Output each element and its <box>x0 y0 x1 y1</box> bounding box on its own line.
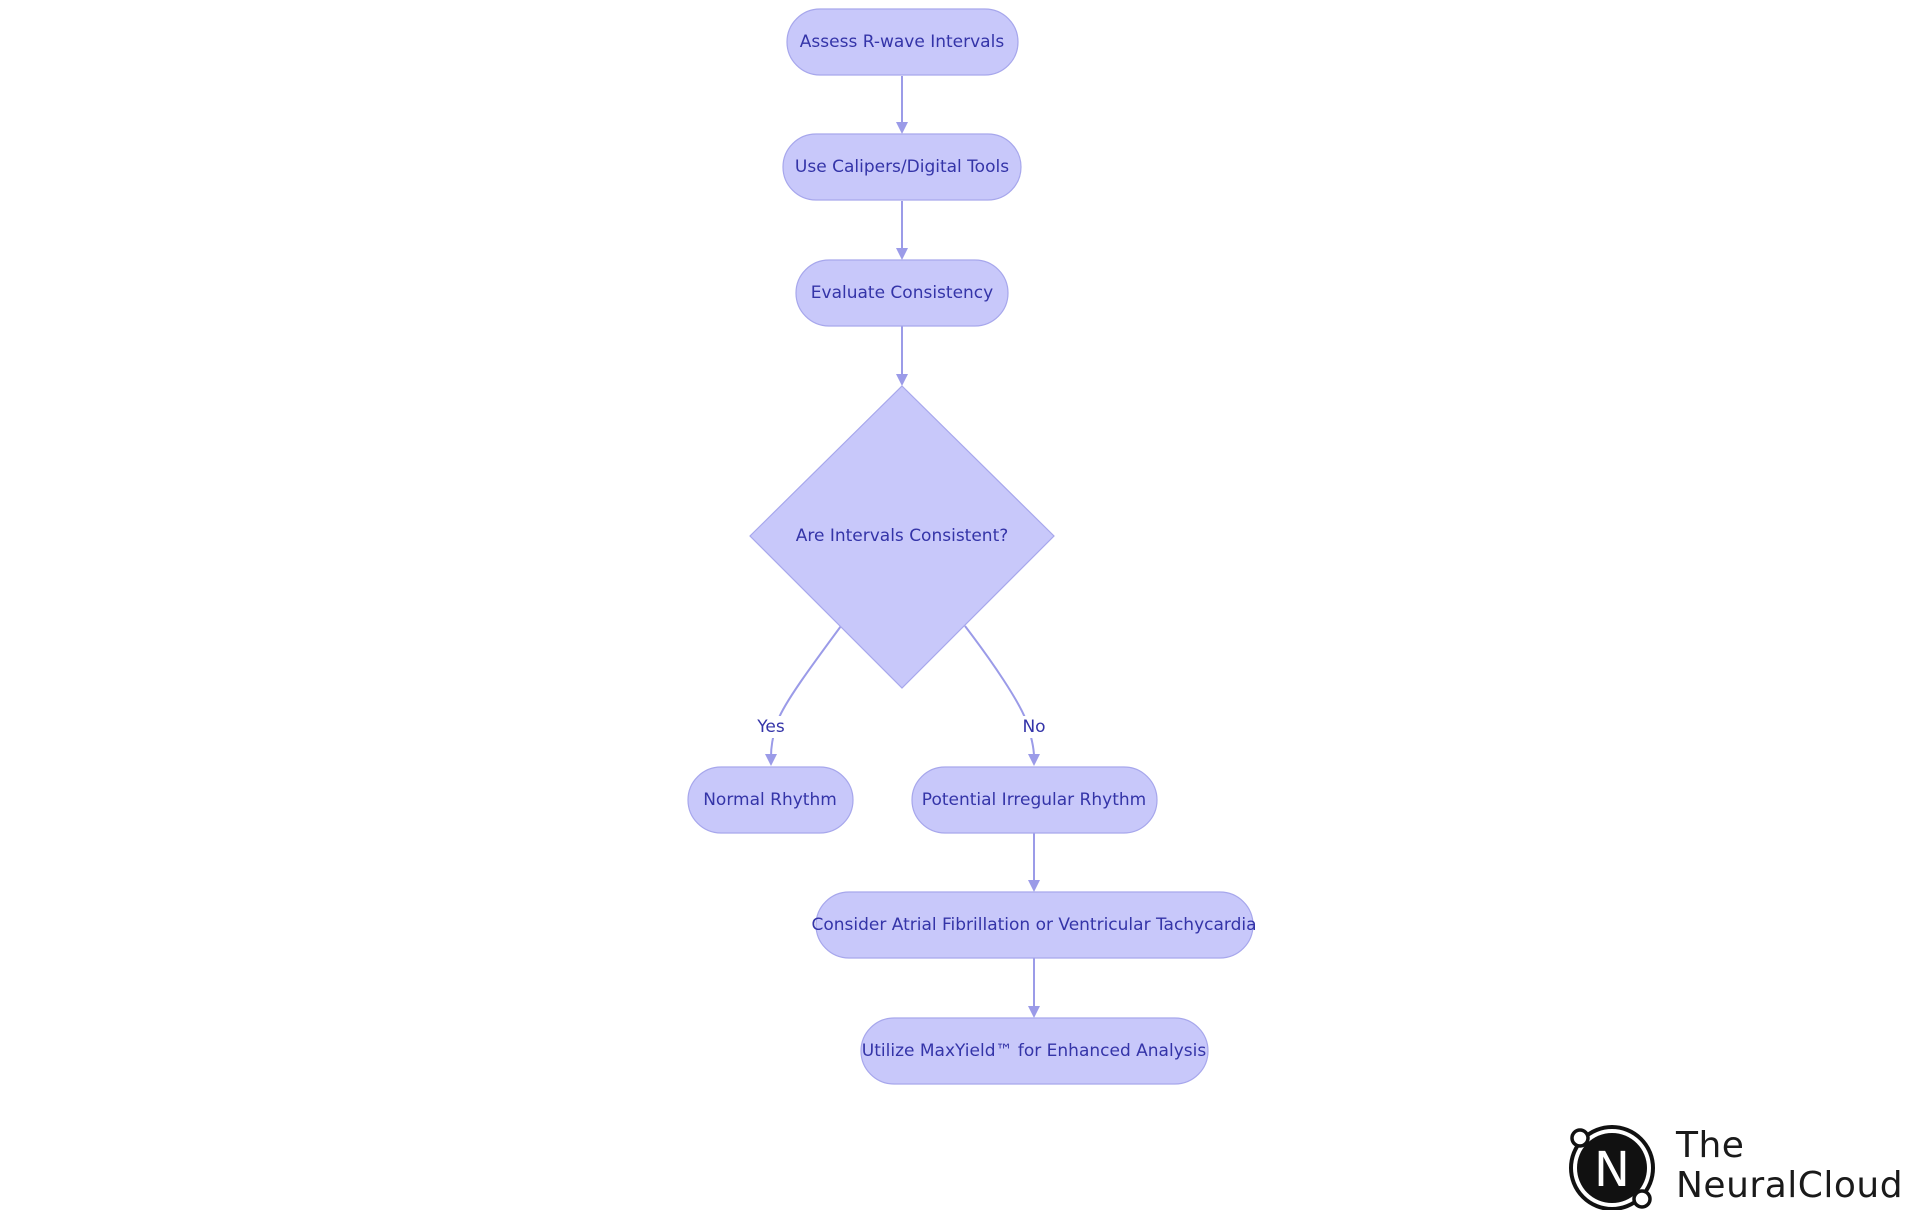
node-irregular-shape <box>911 766 1158 834</box>
node-assess[interactable]: Assess R-wave Intervals <box>786 8 1019 76</box>
arrowhead-decision-to-irregular <box>1028 754 1040 766</box>
edge-label-yes-bg <box>754 716 788 738</box>
node-consider-label: Consider Atrial Fibrillation or Ventricu… <box>811 915 1256 935</box>
logo-mark-node-bottom <box>1632 1189 1652 1209</box>
edge-label-yes: Yes <box>756 717 785 737</box>
edge-labels: Yes No <box>754 716 1047 738</box>
neuralcloud-logo-mark: N <box>1569 1125 1655 1210</box>
node-calipers-label: Use Calipers/Digital Tools <box>795 157 1009 177</box>
node-calipers[interactable]: Use Calipers/Digital Tools <box>782 133 1022 201</box>
neuralcloud-logo: N The NeuralCloud <box>1566 1124 1903 1210</box>
edge-label-no: No <box>1022 717 1045 737</box>
node-normal-shape <box>687 766 854 834</box>
node-decision-shape <box>749 385 1055 689</box>
arrowhead-assess-to-calipers <box>896 122 908 134</box>
node-utilize[interactable]: Utilize MaxYield™ for Enhanced Analysis <box>860 1017 1209 1085</box>
node-utilize-shape <box>860 1017 1209 1085</box>
node-utilize-label: Utilize MaxYield™ for Enhanced Analysis <box>862 1041 1207 1061</box>
arrowhead-evaluate-to-decision <box>896 374 908 386</box>
node-decision[interactable]: Are Intervals Consistent? <box>749 385 1055 689</box>
node-normal-label: Normal Rhythm <box>703 790 837 810</box>
node-evaluate-shape <box>795 259 1009 327</box>
node-irregular-label: Potential Irregular Rhythm <box>922 790 1146 810</box>
node-consider[interactable]: Consider Atrial Fibrillation or Ventricu… <box>811 891 1257 959</box>
logo-mark-disc <box>1577 1133 1647 1203</box>
node-normal[interactable]: Normal Rhythm <box>687 766 854 834</box>
arrowhead-decision-to-normal <box>765 754 777 766</box>
node-consider-shape <box>815 891 1254 959</box>
logo-text-neuralcloud: NeuralCloud <box>1676 1165 1904 1206</box>
arrowhead-calipers-to-evaluate <box>896 248 908 260</box>
logo-mark-letter: N <box>1594 1142 1630 1198</box>
node-calipers-shape <box>782 133 1022 201</box>
logo-mark-node-top <box>1570 1128 1590 1148</box>
node-assess-label: Assess R-wave Intervals <box>800 32 1005 52</box>
node-assess-shape <box>786 8 1019 76</box>
logo-text-the: The <box>1676 1125 1745 1166</box>
edge-label-no-bg <box>1021 716 1047 738</box>
node-evaluate[interactable]: Evaluate Consistency <box>795 259 1009 327</box>
arrowhead-consider-to-utilize <box>1028 1006 1040 1018</box>
node-evaluate-label: Evaluate Consistency <box>811 283 993 303</box>
node-decision-label: Are Intervals Consistent? <box>796 526 1009 546</box>
node-irregular[interactable]: Potential Irregular Rhythm <box>911 766 1158 834</box>
arrowhead-irregular-to-consider <box>1028 880 1040 892</box>
